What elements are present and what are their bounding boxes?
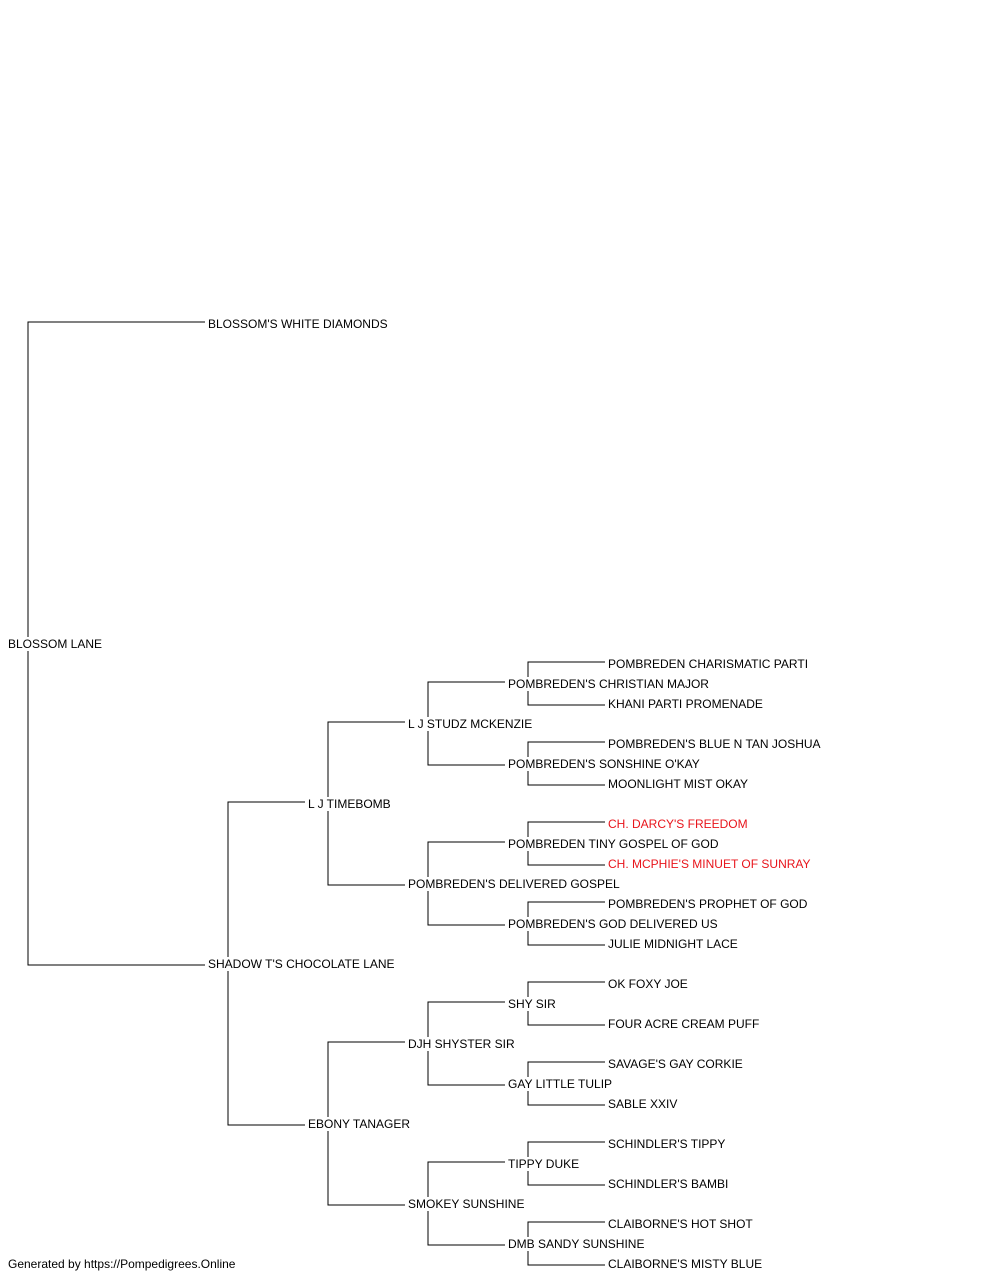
- ancestor-name: POMBREDEN CHARISMATIC PARTI: [608, 657, 811, 671]
- ancestor-name: POMBREDEN'S PROPHET OF GOD: [608, 897, 810, 911]
- ancestor-name: SCHINDLER'S TIPPY: [608, 1137, 728, 1151]
- sire-name: BLOSSOM'S WHITE DIAMONDS: [208, 317, 390, 331]
- ancestor-name: OK FOXY JOE: [608, 977, 690, 991]
- ancestor-name: SMOKEY SUNSHINE: [408, 1197, 527, 1211]
- ancestor-name: POMBREDEN'S BLUE N TAN JOSHUA: [608, 737, 823, 751]
- ancestor-name: POMBREDEN'S GOD DELIVERED US: [508, 917, 720, 931]
- ancestor-name: SAVAGE'S GAY CORKIE: [608, 1057, 745, 1071]
- ancestor-name: POMBREDEN'S DELIVERED GOSPEL: [408, 877, 622, 891]
- champion-ancestor-name: CH. DARCY'S FREEDOM: [608, 817, 750, 831]
- ancestor-name: SHY SIR: [508, 997, 558, 1011]
- ancestor-name: POMBREDEN'S SONSHINE O'KAY: [508, 757, 702, 771]
- ancestor-name: L J STUDZ MCKENZIE: [408, 717, 535, 731]
- dam-name: SHADOW T'S CHOCOLATE LANE: [208, 957, 397, 971]
- ancestor-name: DMB SANDY SUNSHINE: [508, 1237, 647, 1251]
- dam-dam-name: EBONY TANAGER: [308, 1117, 413, 1131]
- ancestor-name: SABLE XXIV: [608, 1097, 680, 1111]
- ancestor-name: KHANI PARTI PROMENADE: [608, 697, 765, 711]
- ancestor-name: DJH SHYSTER SIR: [408, 1037, 517, 1051]
- ancestor-name: JULIE MIDNIGHT LACE: [608, 937, 740, 951]
- ancestor-name: POMBREDEN'S CHRISTIAN MAJOR: [508, 677, 711, 691]
- champion-ancestor-name: CH. MCPHIE'S MINUET OF SUNRAY: [608, 857, 813, 871]
- ancestor-name: SCHINDLER'S BAMBI: [608, 1177, 731, 1191]
- dam-sire-name: L J TIMEBOMB: [308, 797, 393, 811]
- ancestor-name: CLAIBORNE'S HOT SHOT: [608, 1217, 755, 1231]
- ancestor-name: CLAIBORNE'S MISTY BLUE: [608, 1257, 765, 1271]
- ancestor-name: POMBREDEN TINY GOSPEL OF GOD: [508, 837, 721, 851]
- subject-dog-name: BLOSSOM LANE: [8, 637, 105, 651]
- ancestor-name: TIPPY DUKE: [508, 1157, 582, 1171]
- ancestor-name: MOONLIGHT MIST OKAY: [608, 777, 751, 791]
- ancestor-name: GAY LITTLE TULIP: [508, 1077, 615, 1091]
- generated-by-footer: Generated by https://Pompedigrees.Online: [8, 1257, 236, 1271]
- ancestor-name: FOUR ACRE CREAM PUFF: [608, 1017, 762, 1031]
